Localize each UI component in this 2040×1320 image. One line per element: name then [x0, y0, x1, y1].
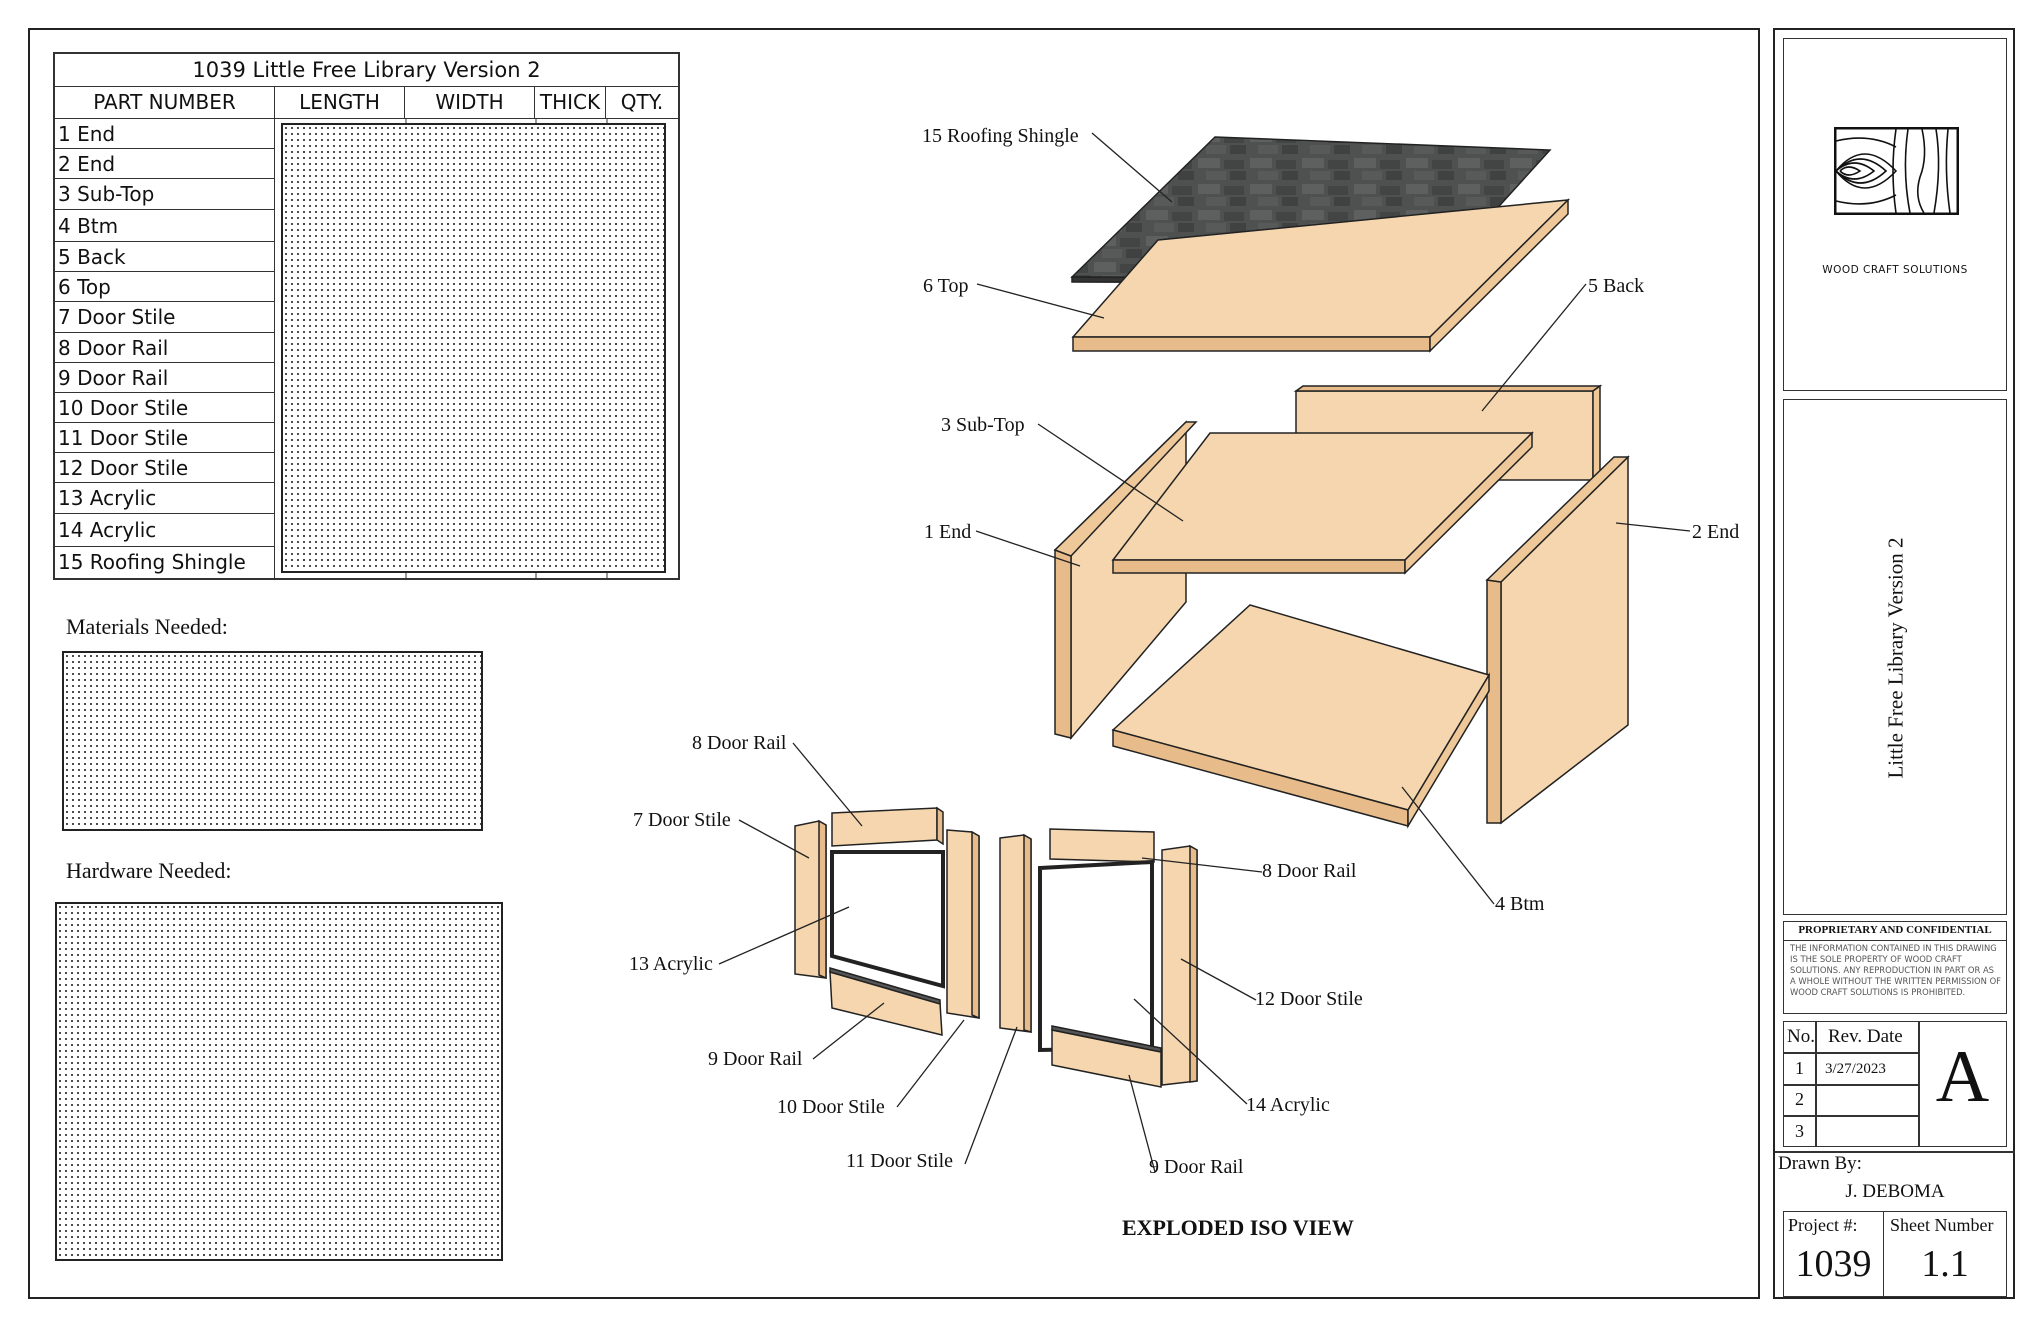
cut-list-table: 1039 Little Free Library Version 2 PART … [53, 52, 680, 580]
callout-door-rail-8-left: 8 Door Rail [692, 732, 787, 754]
rev-no: 1 [1795, 1058, 1804, 1078]
proprietary-divider [1784, 940, 2006, 941]
part-row: 1 End [55, 119, 275, 149]
sheet-number-cell: Sheet Number 1.1 [1883, 1211, 2007, 1297]
part-row: 11 Door Stile [55, 423, 275, 453]
rev-row-line [1783, 1052, 1918, 1054]
right-door-assembly [999, 828, 1198, 1088]
rev-no: 2 [1795, 1089, 1804, 1109]
column-header-width: WIDTH [405, 86, 535, 119]
drawing-title: Little Free Library Version 2 [1883, 537, 1908, 779]
drawn-by-name: J. DEBOMA [1845, 1181, 1945, 1202]
rev-row-line [1783, 1115, 1918, 1117]
left-door-assembly [794, 806, 980, 1036]
callout-door-stile-12: 12 Door Stile [1255, 988, 1363, 1010]
callout-door-rail-9-right: 9 Door Rail [1149, 1156, 1244, 1178]
callout-door-stile-11: 11 Door Stile [846, 1150, 953, 1172]
sub-top-panel-part [1111, 431, 1534, 575]
drawn-by-label: Drawn By: [1778, 1153, 1862, 1174]
part-row: 13 Acrylic [55, 483, 275, 514]
end-right-part [1485, 455, 1630, 825]
callout-door-stile-10: 10 Door Stile [777, 1096, 885, 1118]
view-title: EXPLODED ISO VIEW [1122, 1215, 1354, 1240]
materials-label: Materials Needed: [66, 614, 228, 639]
sheet-number: 1.1 [1921, 1243, 1969, 1285]
column-header-part-number: PART NUMBER [55, 86, 275, 119]
rev-no: 3 [1795, 1121, 1804, 1141]
callout-top: 6 Top [923, 275, 968, 297]
rev-no-header: No. [1787, 1026, 1815, 1047]
rev-row-line [1783, 1084, 1918, 1086]
proprietary-cell: PROPRIETARY AND CONFIDENTIAL THE INFORMA… [1783, 921, 2007, 1014]
callout-acrylic-14: 14 Acrylic [1246, 1094, 1330, 1116]
logo-cell: WOOD CRAFT SOLUTIONS [1783, 38, 2007, 391]
bottom-panel-part [1111, 604, 1491, 829]
proprietary-heading: PROPRIETARY AND CONFIDENTIAL [1798, 924, 1992, 936]
callout-bottom: 4 Btm [1495, 893, 1545, 915]
callout-back: 5 Back [1588, 275, 1644, 297]
part-row: 6 Top [55, 272, 275, 302]
project-label: Project #: [1788, 1215, 1858, 1235]
column-header-length: LENGTH [275, 86, 405, 119]
rev-date-header: Rev. Date [1828, 1026, 1903, 1047]
callout-sub-top: 3 Sub-Top [941, 414, 1025, 436]
rev-col-line [1918, 1021, 1920, 1147]
cut-list-title: 1039 Little Free Library Version 2 [55, 54, 678, 87]
part-row: 2 End [55, 149, 275, 179]
callout-acrylic-13: 13 Acrylic [629, 953, 713, 975]
title-block-frame [1773, 28, 2015, 1299]
column-header-thick: THICK [535, 86, 606, 119]
column-header-qty: QTY. [606, 86, 678, 119]
part-row: 14 Acrylic [55, 514, 275, 547]
hardware-label: Hardware Needed: [66, 858, 232, 883]
part-row: 4 Btm [55, 210, 275, 242]
part-row: 12 Door Stile [55, 453, 275, 483]
part-row: 3 Sub-Top [55, 179, 275, 210]
rev-date: 3/27/2023 [1825, 1061, 1886, 1077]
project-number: 1039 [1795, 1243, 1872, 1285]
drawn-by-divider [1775, 1151, 2015, 1153]
callout-labels: 15 Roofing Shingle 6 Top 5 Back 3 Sub-To… [629, 125, 1739, 1240]
wood-grain-logo-icon [1834, 127, 1959, 215]
materials-redacted-area [62, 651, 483, 831]
proprietary-text: THE INFORMATION CONTAINED IN THIS DRAWIN… [1790, 943, 2001, 997]
callout-end-left: 1 End [924, 521, 971, 543]
top-panel-part [1071, 198, 1571, 353]
callout-roofing-shingle: 15 Roofing Shingle [922, 125, 1079, 147]
project-number-cell: Project #: 1039 [1783, 1211, 1884, 1297]
callout-end-right: 2 End [1692, 521, 1739, 543]
part-row: 10 Door Stile [55, 393, 275, 423]
part-row: 8 Door Rail [55, 333, 275, 363]
part-row: 9 Door Rail [55, 363, 275, 393]
part-row: 7 Door Stile [55, 302, 275, 333]
exploded-iso-drawing: 15 Roofing Shingle 6 Top 5 Back 3 Sub-To… [629, 125, 1739, 1240]
sheet-label: Sheet Number [1890, 1215, 1994, 1235]
leader-lines [718, 132, 1691, 1173]
callout-door-stile-7: 7 Door Stile [633, 809, 731, 831]
callout-door-rail-8-right: 8 Door Rail [1262, 860, 1357, 882]
part-row: 15 Roofing Shingle [55, 547, 275, 578]
redacted-dimensions-area [281, 123, 666, 573]
drawing-title-cell: Little Free Library Version 2 [1783, 399, 2007, 915]
company-name: WOOD CRAFT SOLUTIONS [1822, 264, 1968, 276]
revision-letter: A [1935, 1036, 1990, 1118]
callout-door-rail-9-left: 9 Door Rail [708, 1048, 803, 1070]
hardware-redacted-area [55, 902, 503, 1261]
part-row: 5 Back [55, 242, 275, 272]
drawing-frame [28, 28, 1760, 1299]
